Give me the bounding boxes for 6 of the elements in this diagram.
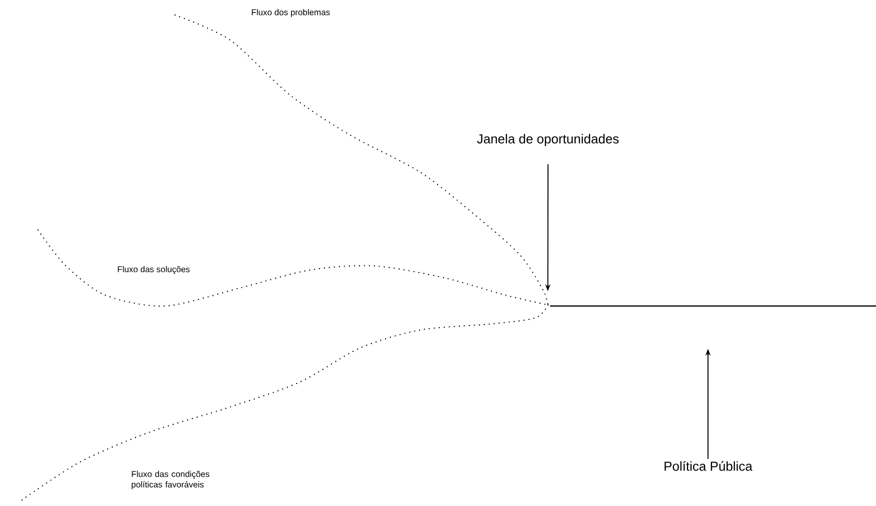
policy-line xyxy=(550,305,876,307)
title-text: Política Pública xyxy=(664,461,752,471)
stream-label: Fluxo dos problemas xyxy=(252,9,330,17)
stream-label: Fluxo das soluções xyxy=(118,266,190,274)
title-text: Janela de oportunidades xyxy=(477,134,619,146)
stream-label: Fluxo das condições políticas favoráveis xyxy=(132,470,210,490)
